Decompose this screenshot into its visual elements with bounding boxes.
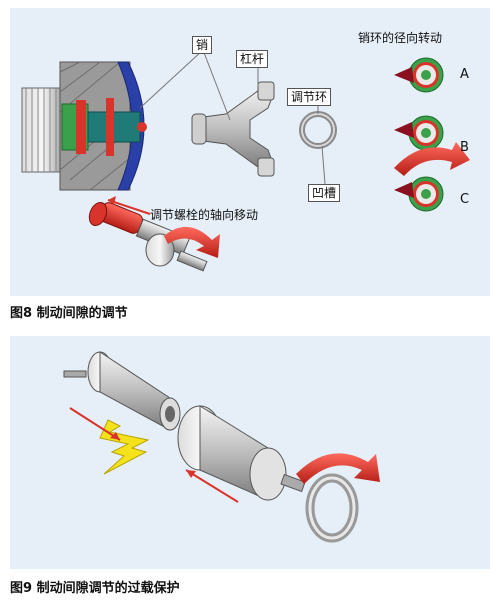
lever-part bbox=[191, 81, 275, 177]
pin-position-a bbox=[394, 57, 444, 93]
bolt-rotate-arrow-icon bbox=[164, 226, 220, 258]
axial-arrow-icon bbox=[107, 199, 151, 215]
label-position-b: B bbox=[460, 140, 469, 155]
red-line-arrow-icon-2 bbox=[185, 469, 239, 503]
figure2-illustration bbox=[63, 351, 359, 543]
red-line-arrow-icon bbox=[69, 407, 121, 441]
label-axial-move: 调节螺栓的轴向移动 bbox=[150, 208, 259, 222]
brake-assembly-section bbox=[21, 61, 147, 191]
adjust-ring-part bbox=[299, 111, 337, 149]
label-position-a: A bbox=[460, 67, 469, 82]
figure2-caption: 图9 制动间隙调节的过载保护 bbox=[10, 581, 180, 596]
pin-position-b bbox=[394, 115, 444, 151]
pin-position-c bbox=[394, 176, 444, 212]
overload-rotate-arrow-icon bbox=[296, 453, 380, 484]
lightning-icon bbox=[99, 419, 150, 475]
label-pin: 销 bbox=[192, 36, 213, 54]
figure1-caption: 图8 制动间隙的调节 bbox=[10, 306, 128, 321]
leader-lines bbox=[139, 49, 326, 185]
label-radial-rotation: 销环的径向转动 bbox=[358, 31, 443, 45]
rotation-arrow-icon bbox=[394, 142, 470, 176]
label-groove: 凹槽 bbox=[308, 184, 341, 202]
label-position-c: C bbox=[460, 192, 470, 207]
label-lever: 杠杆 bbox=[236, 50, 269, 68]
label-adjust-ring: 调节环 bbox=[287, 88, 332, 106]
